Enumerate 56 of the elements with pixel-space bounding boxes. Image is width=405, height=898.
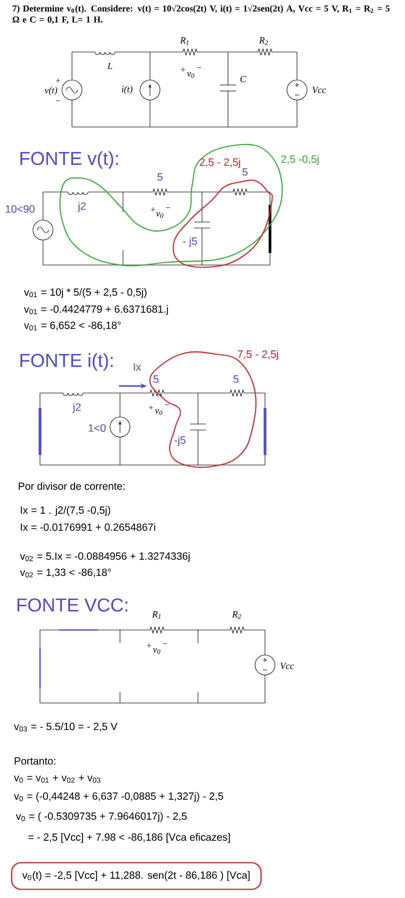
equation: v$_{0}$ = v$_{01}$ + v$_{02}$ + v$_{03}$ [14,775,100,783]
value-label: 5 [242,168,248,176]
section-heading: FONTE i(t): [20,353,113,371]
note-text: Portanto: [14,757,56,765]
voltage-label: v$_{0}$ [153,648,160,654]
polarity-sign: − [56,100,60,101]
equation: Ix = -0.0176991 + 0.2654867i [20,523,156,531]
equation: Ix = 1 . j2/(7,5 -0,5j) [20,506,110,516]
value-label: 5 [157,173,162,181]
source-label: Vcc [312,86,326,94]
equation: v$_{0}$ = (-0,44248 + 6,637 -0,0885 + 1,327j) - 2,5 [14,792,224,802]
value-label: 1<0 [88,424,106,432]
voltage-label: v$_{0}$ [156,212,164,218]
equation: v$_{02}$ = 5.Ix = -0.0884956 + 1.3274336j [20,552,190,562]
component-label: C [240,76,246,82]
value-label: 10<90 [6,205,35,213]
polarity-sign: + [56,78,60,83]
source-label: i(t) [122,86,132,94]
equation: v$_{0}$ = ( -0.5309735 + 7.9646017j) - 2,5 [16,812,187,822]
voltage-label: v$_{0}$ [187,72,194,78]
source-label: Vcc [280,662,294,670]
equation: v$_{01}$ = 6,652 < -86,18° [24,322,121,330]
section-heading: FONTE v(t): [20,151,118,169]
component-label: R$_{1}$ [152,611,160,619]
value-label: 5 [153,375,158,383]
equation: v$_{01}$ = -0.4424779 + 6.6371681.j [24,305,168,315]
impedance-label: 2,5 - 2,5j [200,158,240,168]
source-label: v(t) [44,86,58,96]
value-label: - j5 [183,237,197,247]
component-label: R$_{2}$ [259,37,268,45]
value-label: j2 [72,403,81,413]
value-label: -j5 [174,436,186,446]
voltage-label: v$_{0}$ [155,409,162,415]
current-label: Ix [134,363,142,371]
polarity-sign: − [163,643,167,644]
equation: v$_{02}$ = 1,33 < -86,18° [20,568,111,578]
polarity-sign: + [147,644,151,648]
equation: v$_{03}$ = - 5.5/10 = - 2,5 V [14,722,118,732]
value-label: 5 [233,375,238,383]
equation: v$_{01}$ = 10j * 5/(5 + 2,5 - 0,5j) [24,288,146,298]
equation: = - 2,5 [Vcc] + 7.98 < -86,186 [Vca eficazes] [28,833,230,843]
component-label: L [107,62,112,70]
polarity-sign: − [165,404,169,405]
polarity-sign: + [181,68,185,72]
impedance-label: 2,5 -0,5j [281,155,319,165]
polarity-sign: + [149,406,153,410]
polarity-sign: − [197,67,201,68]
component-label: R$_{1}$ [180,37,188,45]
impedance-label: 7,5 - 2,5j [238,350,278,360]
polarity-sign: − [166,207,170,208]
note-text: Por divisor de corrente: [18,482,124,490]
value-label: j2 [78,202,86,212]
section-heading: FONTE VCC: [17,598,128,612]
title: 7) Determine v$_{0}$(t). Considere: v(t) = 10√2cos(2t) V, i(t) = 1√2sen(2t) A, Vcc = 5 V, R$_{1}$ = R$_{2}$ = 5 Ω e C = 0,1 F, L= 1 H. [12,4,390,24]
polarity-sign: + [151,208,155,212]
component-label: R$_{2}$ [232,611,242,619]
